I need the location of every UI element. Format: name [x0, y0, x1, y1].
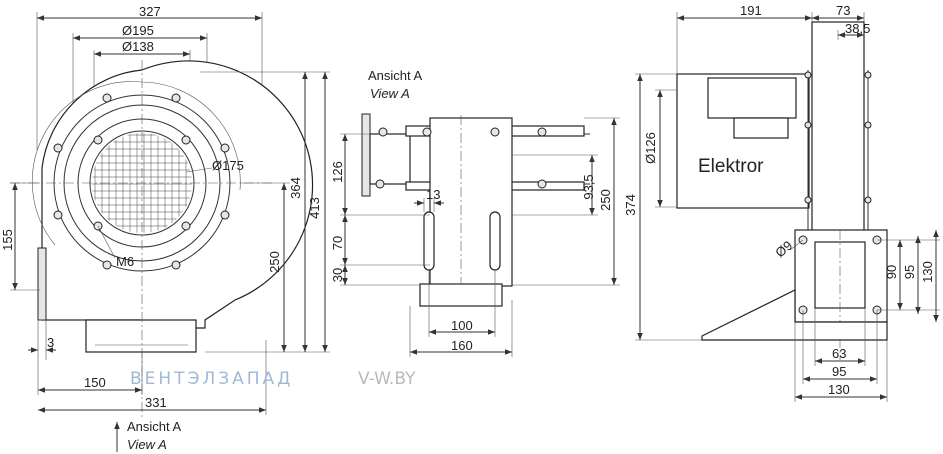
dim-m6: M6 [116, 254, 134, 269]
view-arrow-label-en: View A [127, 437, 167, 452]
dim-95-v: 95 [902, 265, 917, 279]
dim-327: 327 [139, 4, 161, 19]
dim-30: 30 [330, 268, 345, 282]
view-arrow-label: Ansicht A [127, 419, 182, 434]
dim-100: 100 [451, 318, 473, 333]
dim-95-h: 95 [832, 364, 846, 379]
dim-3: 3 [47, 335, 54, 350]
dim-side-250: 250 [598, 189, 613, 211]
dim-126: 126 [330, 161, 345, 183]
front-view: 327 Ø195 Ø138 [0, 4, 330, 452]
watermark-right: V-W.BY [358, 369, 416, 389]
dim-73: 73 [836, 3, 850, 18]
dim-250: 250 [267, 251, 282, 273]
watermark-left: ВЕНТЭЛЗАПАД [130, 369, 293, 389]
dim-150: 150 [84, 375, 106, 390]
dim-63: 63 [832, 346, 846, 361]
right-view: Elektror 191 73 38,5 [623, 3, 940, 402]
dim-90: 90 [884, 265, 899, 279]
dim-dia-175: Ø175 [212, 158, 244, 173]
dim-191: 191 [740, 3, 762, 18]
dim-dia-195: Ø195 [122, 23, 154, 38]
dim-dia-126: Ø126 [643, 132, 658, 164]
side-view-title-en: View A [370, 86, 410, 101]
side-view-title: Ansicht A [368, 68, 423, 83]
dim-364: 364 [288, 177, 303, 199]
dim-130-h: 130 [828, 382, 850, 397]
dim-331: 331 [145, 395, 167, 410]
brand-label: Elektror [698, 156, 764, 177]
side-view: Ansicht A View A 126 70 [330, 68, 620, 357]
dim-13: 13 [426, 187, 440, 202]
bolt-holes [53, 93, 230, 270]
dim-130-v: 130 [920, 261, 935, 283]
dim-38-5: 38,5 [845, 21, 870, 36]
dim-374: 374 [623, 194, 638, 216]
dim-dia-9: Ø9 [772, 238, 795, 261]
dim-413: 413 [307, 197, 322, 219]
dim-160: 160 [451, 338, 473, 353]
dim-70: 70 [330, 236, 345, 250]
dim-dia-138: Ø138 [122, 39, 154, 54]
dim-93-5: 93,5 [581, 174, 596, 199]
dim-155: 155 [0, 229, 15, 251]
